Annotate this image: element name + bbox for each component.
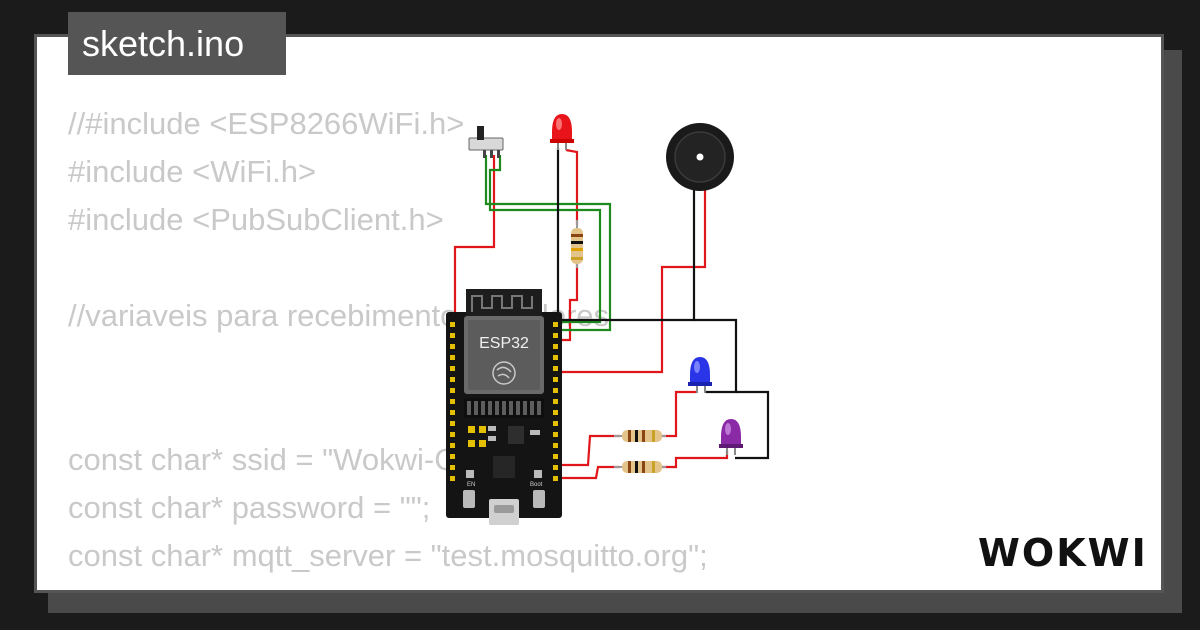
pin-header-right <box>553 322 558 481</box>
wire-gnd-rail-2 <box>735 390 770 460</box>
resistor-red-led[interactable] <box>571 220 583 268</box>
wire-purple-led-resistor <box>661 450 729 469</box>
resistor-blue-led[interactable] <box>614 430 666 442</box>
code-line: #include <WiFi.h> <box>68 154 317 189</box>
code-line: #include <PubSubClient.h> <box>68 202 444 237</box>
en-label: EN <box>467 482 475 488</box>
led-purple[interactable] <box>719 419 743 455</box>
espressif-logo-icon <box>492 361 516 385</box>
wire-switch-signal-a <box>484 155 612 332</box>
wire-resistor1-gpio <box>555 434 620 467</box>
wire-buzzer-gpio <box>555 190 707 374</box>
wire-resistor-gpio <box>558 262 579 342</box>
pin-header-left <box>450 322 455 481</box>
wire-switch-power <box>453 155 496 318</box>
wire-gnd-rail <box>694 318 738 394</box>
code-line: //#include <ESP8266WiFi.h> <box>68 106 465 141</box>
wires <box>453 148 770 480</box>
resistor-purple-led[interactable] <box>614 461 666 473</box>
en-button[interactable] <box>463 490 475 508</box>
code-line: const char* password = ""; <box>68 490 431 525</box>
buzzer[interactable] <box>666 123 734 191</box>
esp32-board[interactable]: ESP32 EN Boot <box>446 289 562 525</box>
wire-switch-signal-b <box>488 155 602 324</box>
boot-label: Boot <box>530 482 543 488</box>
slide-switch[interactable] <box>468 126 504 158</box>
board-label: ESP32 <box>479 335 529 352</box>
wire-resistor2-gpio <box>555 465 620 480</box>
wokwi-logo: WOKWI <box>978 528 1150 576</box>
led-red[interactable] <box>550 114 574 150</box>
boot-button[interactable] <box>533 490 545 508</box>
wire-led-red-resistor <box>565 148 579 225</box>
file-tab[interactable]: sketch.ino <box>68 12 286 75</box>
wire-blue-led-resistor <box>661 390 697 438</box>
code-editor: //#include <ESP8266WiFi.h> #include <WiFi… <box>68 100 708 580</box>
wokwi-logo-text: WOKWI <box>978 531 1148 575</box>
led-blue[interactable] <box>688 357 712 393</box>
code-line: const char* mqtt_server = "test.mosquitt… <box>68 538 708 573</box>
